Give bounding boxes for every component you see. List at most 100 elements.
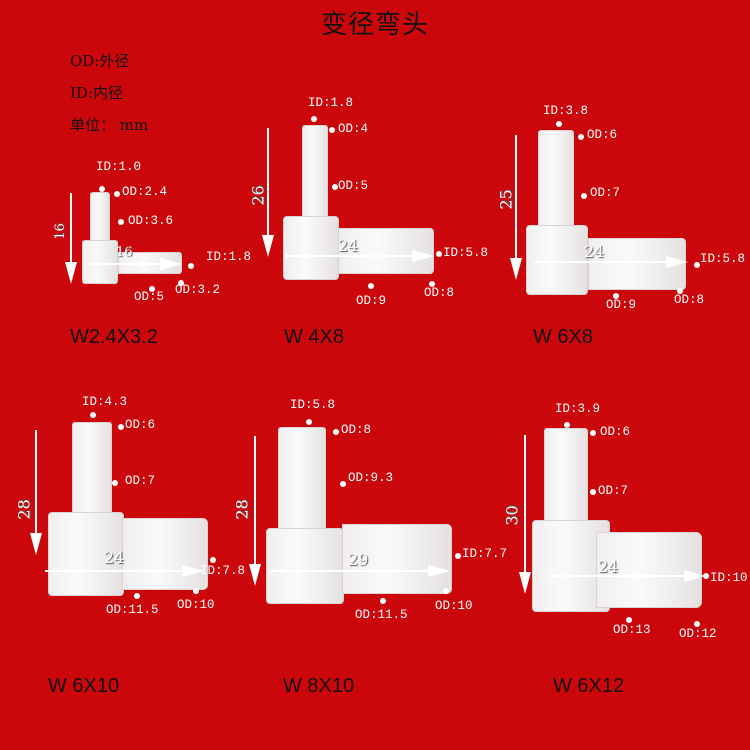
marker-dot bbox=[118, 424, 124, 430]
height-dimension-line bbox=[70, 193, 72, 263]
marker-dot bbox=[329, 127, 335, 133]
bottom-od1-label: OD:13 bbox=[613, 623, 651, 637]
top-od2-label: OD:7 bbox=[125, 474, 156, 488]
legend-od: OD:外径 bbox=[70, 52, 130, 70]
top-id-label: ID:5.8 bbox=[290, 398, 336, 412]
marker-dot bbox=[332, 184, 338, 190]
top-od1-label: OD:6 bbox=[125, 418, 156, 432]
bottom-od2-label: OD:3.2 bbox=[175, 283, 221, 297]
top-od2-label: OD:3.6 bbox=[128, 214, 174, 228]
marker-dot bbox=[581, 193, 587, 199]
elbow-body bbox=[283, 216, 339, 280]
top-id-label: ID:1.8 bbox=[308, 96, 354, 110]
side-id-label: ID:5.8 bbox=[700, 252, 746, 266]
marker-dot bbox=[590, 430, 596, 436]
marker-dot bbox=[333, 429, 339, 435]
marker-dot bbox=[455, 553, 461, 559]
marker-dot bbox=[556, 121, 562, 127]
marker-dot bbox=[340, 481, 346, 487]
marker-dot bbox=[134, 593, 140, 599]
top-id-label: ID:3.9 bbox=[555, 402, 601, 416]
arrow-right-icon bbox=[684, 570, 706, 582]
marker-dot bbox=[436, 251, 442, 257]
bottom-od1-label: OD:9 bbox=[606, 298, 637, 312]
marker-dot bbox=[694, 262, 700, 268]
height-dimension: 30 bbox=[502, 505, 522, 526]
marker-dot bbox=[677, 288, 683, 294]
arrow-down-icon bbox=[519, 572, 531, 594]
marker-dot bbox=[114, 191, 120, 197]
marker-dot bbox=[613, 293, 619, 299]
marker-dot bbox=[368, 283, 374, 289]
top-od2-label: OD:9.3 bbox=[348, 471, 394, 485]
marker-dot bbox=[443, 588, 449, 594]
top-od1-label: OD:2.4 bbox=[122, 185, 168, 199]
legend-id: ID:内径 bbox=[70, 84, 124, 102]
elbow-horizontal-barb bbox=[122, 518, 208, 590]
arrow-down-icon bbox=[262, 235, 274, 257]
arrow-down-icon bbox=[65, 262, 77, 284]
model-label: W 6X10 bbox=[48, 675, 120, 697]
bottom-od1-label: OD:11.5 bbox=[355, 608, 408, 622]
marker-dot bbox=[90, 412, 96, 418]
top-od2-label: OD:7 bbox=[598, 484, 629, 498]
marker-dot bbox=[590, 489, 596, 495]
bottom-od2-label: OD:8 bbox=[674, 293, 705, 307]
length-dimension-line bbox=[45, 570, 187, 572]
elbow-body bbox=[82, 240, 118, 284]
elbow-body bbox=[48, 512, 124, 596]
height-dimension-line bbox=[524, 435, 526, 575]
elbow-vertical-barb bbox=[544, 428, 588, 538]
height-dimension: 26 bbox=[248, 185, 268, 206]
height-dimension: 28 bbox=[232, 499, 252, 520]
elbow-vertical-barb bbox=[538, 130, 574, 234]
page-title: 变径弯头 bbox=[320, 10, 429, 40]
length-dimension: 24 bbox=[598, 557, 619, 576]
model-label: W 6X12 bbox=[553, 675, 625, 697]
arrow-down-icon bbox=[249, 564, 261, 586]
side-id-label: ID:7.8 bbox=[200, 564, 246, 578]
length-dimension: 24 bbox=[584, 242, 605, 261]
elbow-vertical-barb bbox=[72, 422, 112, 522]
top-id-label: ID:3.8 bbox=[543, 104, 589, 118]
marker-dot bbox=[311, 116, 317, 122]
top-od2-label: OD:7 bbox=[590, 186, 621, 200]
arrow-right-icon bbox=[160, 258, 182, 270]
bottom-od2-label: OD:10 bbox=[435, 599, 473, 613]
elbow-body bbox=[266, 528, 344, 604]
model-label: W 6X8 bbox=[533, 326, 594, 348]
marker-dot bbox=[578, 134, 584, 140]
length-dimension-line bbox=[534, 261, 670, 263]
top-od1-label: OD:6 bbox=[587, 128, 618, 142]
elbow-horizontal-barb bbox=[342, 524, 452, 594]
height-dimension: 16 bbox=[52, 223, 68, 240]
marker-dot bbox=[210, 557, 216, 563]
marker-dot bbox=[193, 588, 199, 594]
bottom-od1-label: OD:11.5 bbox=[106, 603, 159, 617]
bottom-od1-label: OD:5 bbox=[134, 290, 165, 304]
height-dimension: 25 bbox=[496, 189, 516, 210]
arrow-down-icon bbox=[30, 533, 42, 555]
marker-dot bbox=[306, 419, 312, 425]
marker-dot bbox=[99, 186, 105, 192]
side-id-label: ID:7.7 bbox=[462, 547, 508, 561]
elbow-vertical-barb bbox=[90, 192, 110, 242]
marker-dot bbox=[429, 281, 435, 287]
top-od1-label: OD:4 bbox=[338, 122, 369, 136]
length-dimension-line bbox=[548, 575, 686, 577]
arrow-right-icon bbox=[428, 565, 450, 577]
marker-dot bbox=[626, 617, 632, 623]
marker-dot bbox=[118, 219, 124, 225]
side-id-label: ID:10 bbox=[710, 571, 748, 585]
bottom-od2-label: OD:10 bbox=[177, 598, 215, 612]
length-dimension-line bbox=[285, 255, 411, 257]
top-od1-label: OD:6 bbox=[600, 425, 631, 439]
marker-dot bbox=[380, 598, 386, 604]
arrow-right-icon bbox=[666, 256, 688, 268]
height-dimension-line bbox=[515, 135, 517, 259]
side-id-label: ID:1.8 bbox=[206, 250, 252, 264]
length-dimension: 24 bbox=[104, 548, 125, 567]
marker-dot bbox=[178, 280, 184, 286]
elbow-vertical-barb bbox=[278, 427, 326, 537]
length-dimension: 16 bbox=[116, 245, 133, 260]
